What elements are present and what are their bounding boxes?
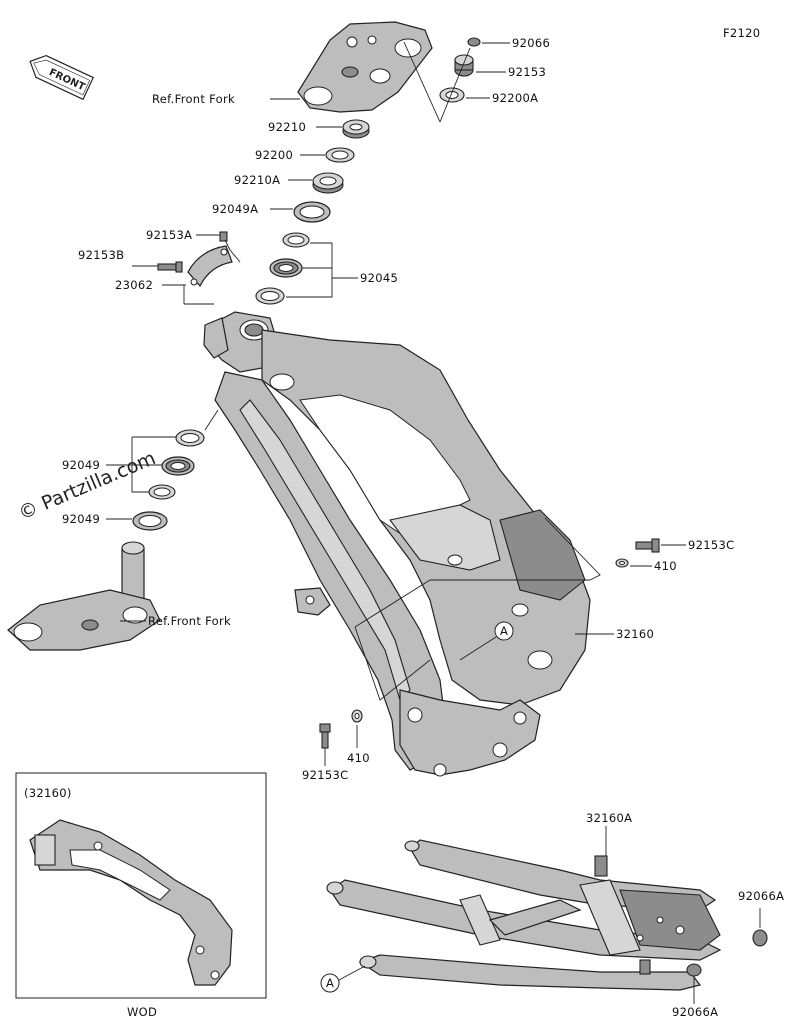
bracket-23062 xyxy=(187,245,233,288)
label-92049-bottom: 92049 xyxy=(62,512,100,526)
front-arrow-icon: FRONT xyxy=(29,54,94,101)
lower-triple-clamp xyxy=(7,541,161,651)
cap-92066A-top xyxy=(752,929,768,947)
label-92045: 92045 xyxy=(360,271,398,285)
bolt-92153A xyxy=(219,231,228,242)
label-92200A: 92200A xyxy=(492,91,538,105)
cap-92066 xyxy=(467,37,481,47)
bearing-race-lower-2 xyxy=(148,484,176,500)
inset-title: (32160) xyxy=(24,786,72,800)
bearing-race-lower-1 xyxy=(175,429,205,447)
washer-92200 xyxy=(325,147,355,163)
inset-caption: WOD xyxy=(127,1005,157,1019)
subframe-32160A xyxy=(326,839,722,991)
bearing-top xyxy=(269,258,303,278)
nut-92210 xyxy=(342,119,370,139)
bolt-92153 xyxy=(454,54,474,77)
bearing-race-top-1 xyxy=(282,232,310,248)
callout-a-subframe xyxy=(320,973,340,993)
diagram-id: F2120 xyxy=(723,26,760,40)
bearing-race-top-2 xyxy=(255,287,285,305)
bolt-92153B xyxy=(157,261,183,273)
bolt-92153C-bottom xyxy=(319,723,331,749)
seal-92049 xyxy=(132,511,168,531)
washer-410-right xyxy=(615,558,629,568)
label-92049-top: 92049 xyxy=(62,458,100,472)
seal-92049A xyxy=(293,201,331,223)
label-32160A: 32160A xyxy=(586,811,632,825)
label-92153C-bottom: 92153C xyxy=(302,768,348,782)
label-23062: 23062 xyxy=(115,278,153,292)
label-ref-front-fork-bottom: Ref.Front Fork xyxy=(148,614,231,628)
nut-92210A xyxy=(312,172,344,194)
label-92153C-right: 92153C xyxy=(688,538,734,552)
inset-frame-wod xyxy=(29,819,233,986)
label-92049A: 92049A xyxy=(212,202,258,216)
cap-92066A-bottom xyxy=(686,963,702,977)
label-92210A: 92210A xyxy=(234,173,280,187)
label-92200: 92200 xyxy=(255,148,293,162)
label-92066A-bottom: 92066A xyxy=(672,1005,718,1019)
washer-410-bottom xyxy=(351,709,363,723)
washer-92200A xyxy=(439,87,465,103)
label-410-bottom: 410 xyxy=(347,751,370,765)
label-92153: 92153 xyxy=(508,65,546,79)
label-92153A: 92153A xyxy=(146,228,192,242)
main-frame-32160 xyxy=(203,311,591,777)
upper-triple-clamp xyxy=(297,21,433,113)
label-92153B: 92153B xyxy=(78,248,124,262)
callout-a-subframe-label: A xyxy=(326,976,334,990)
label-92066A-top: 92066A xyxy=(738,889,784,903)
label-32160: 32160 xyxy=(616,627,654,641)
callout-a-frame-label: A xyxy=(500,624,508,638)
bearing-lower xyxy=(161,456,195,476)
bolt-92153C-right xyxy=(635,538,660,553)
label-ref-front-fork-top: Ref.Front Fork xyxy=(152,92,235,106)
label-92066: 92066 xyxy=(512,36,550,50)
label-410-right: 410 xyxy=(654,559,677,573)
label-92210: 92210 xyxy=(268,120,306,134)
callout-a-frame xyxy=(494,621,514,641)
